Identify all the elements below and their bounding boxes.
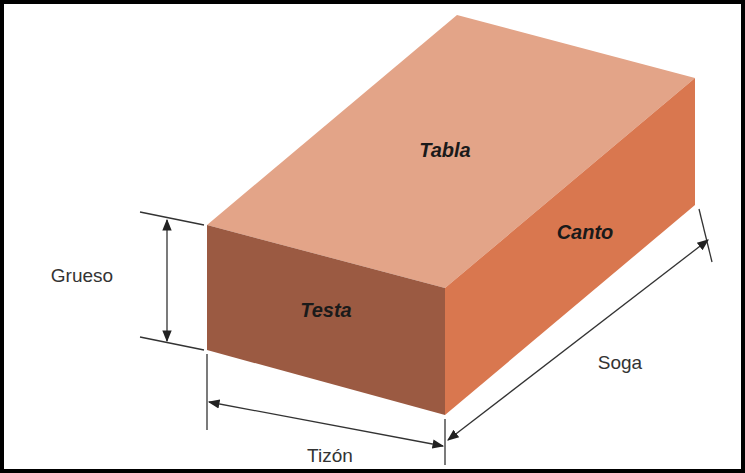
dimension-label: Grueso	[51, 266, 113, 285]
dimension-label: Tizón	[307, 446, 353, 465]
end-face	[207, 225, 445, 415]
face-label: Tabla	[419, 140, 471, 160]
dimension-lines	[140, 209, 712, 465]
face-label: Canto	[557, 222, 614, 242]
face-label: Testa	[300, 300, 352, 320]
side-face	[445, 78, 695, 415]
dimension-label: Soga	[598, 353, 642, 372]
